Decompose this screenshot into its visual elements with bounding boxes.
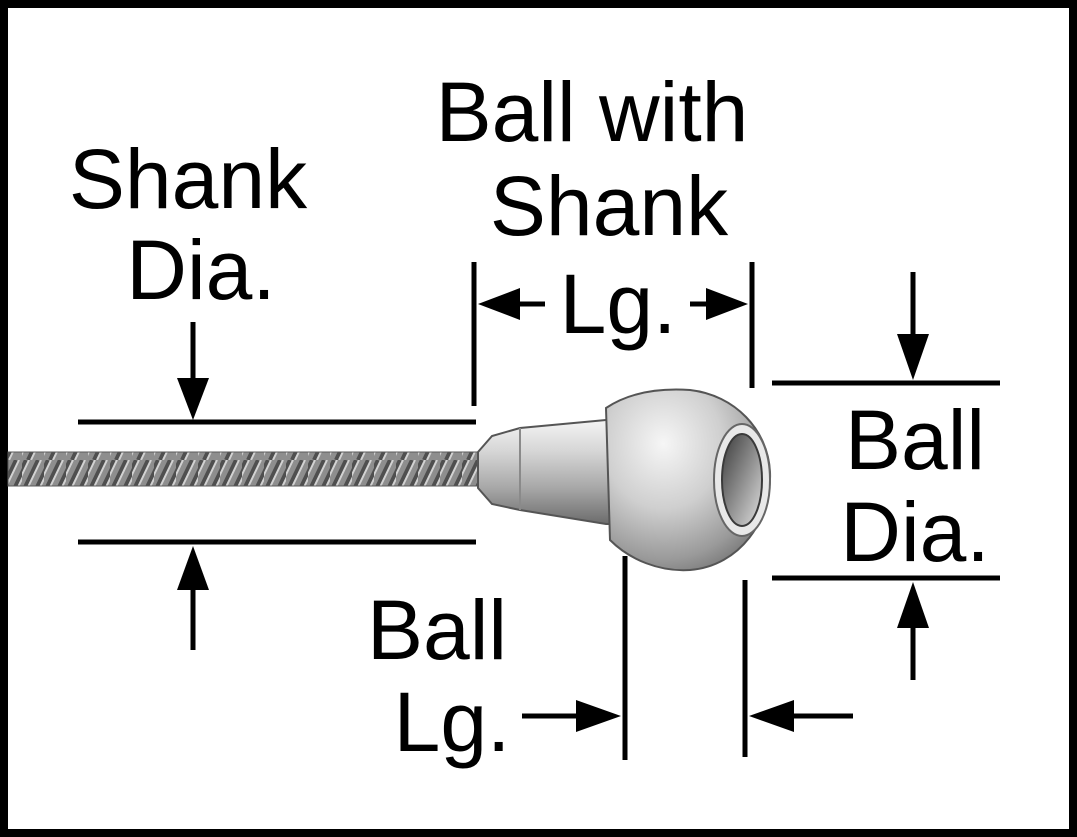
ball-lg-dimension [522, 556, 853, 760]
ball-with-shank-lg-dimension [471, 262, 755, 406]
ball-with-shank-label-line1: Ball with [435, 65, 749, 159]
ball-dia-dimension [772, 272, 1000, 680]
ball-lg-label-line2: Lg. [393, 675, 511, 769]
ball-dia-label-line2: Dia. [840, 485, 990, 579]
shank-dia-label-line2: Dia. [126, 223, 276, 317]
fitting-ball [604, 388, 772, 572]
wire-rope [7, 451, 491, 487]
ball-with-shank-label-line3: Lg. [546, 262, 690, 346]
shank-dia-dimension [78, 322, 476, 650]
fitting-shank [477, 419, 617, 525]
ball-with-shank-label-line2: Shank [489, 159, 729, 253]
ball-dia-label-line1: Ball [844, 393, 986, 487]
ball-lg-label-line1: Ball [366, 583, 508, 677]
shank-dia-label-line1: Shank [68, 132, 308, 226]
